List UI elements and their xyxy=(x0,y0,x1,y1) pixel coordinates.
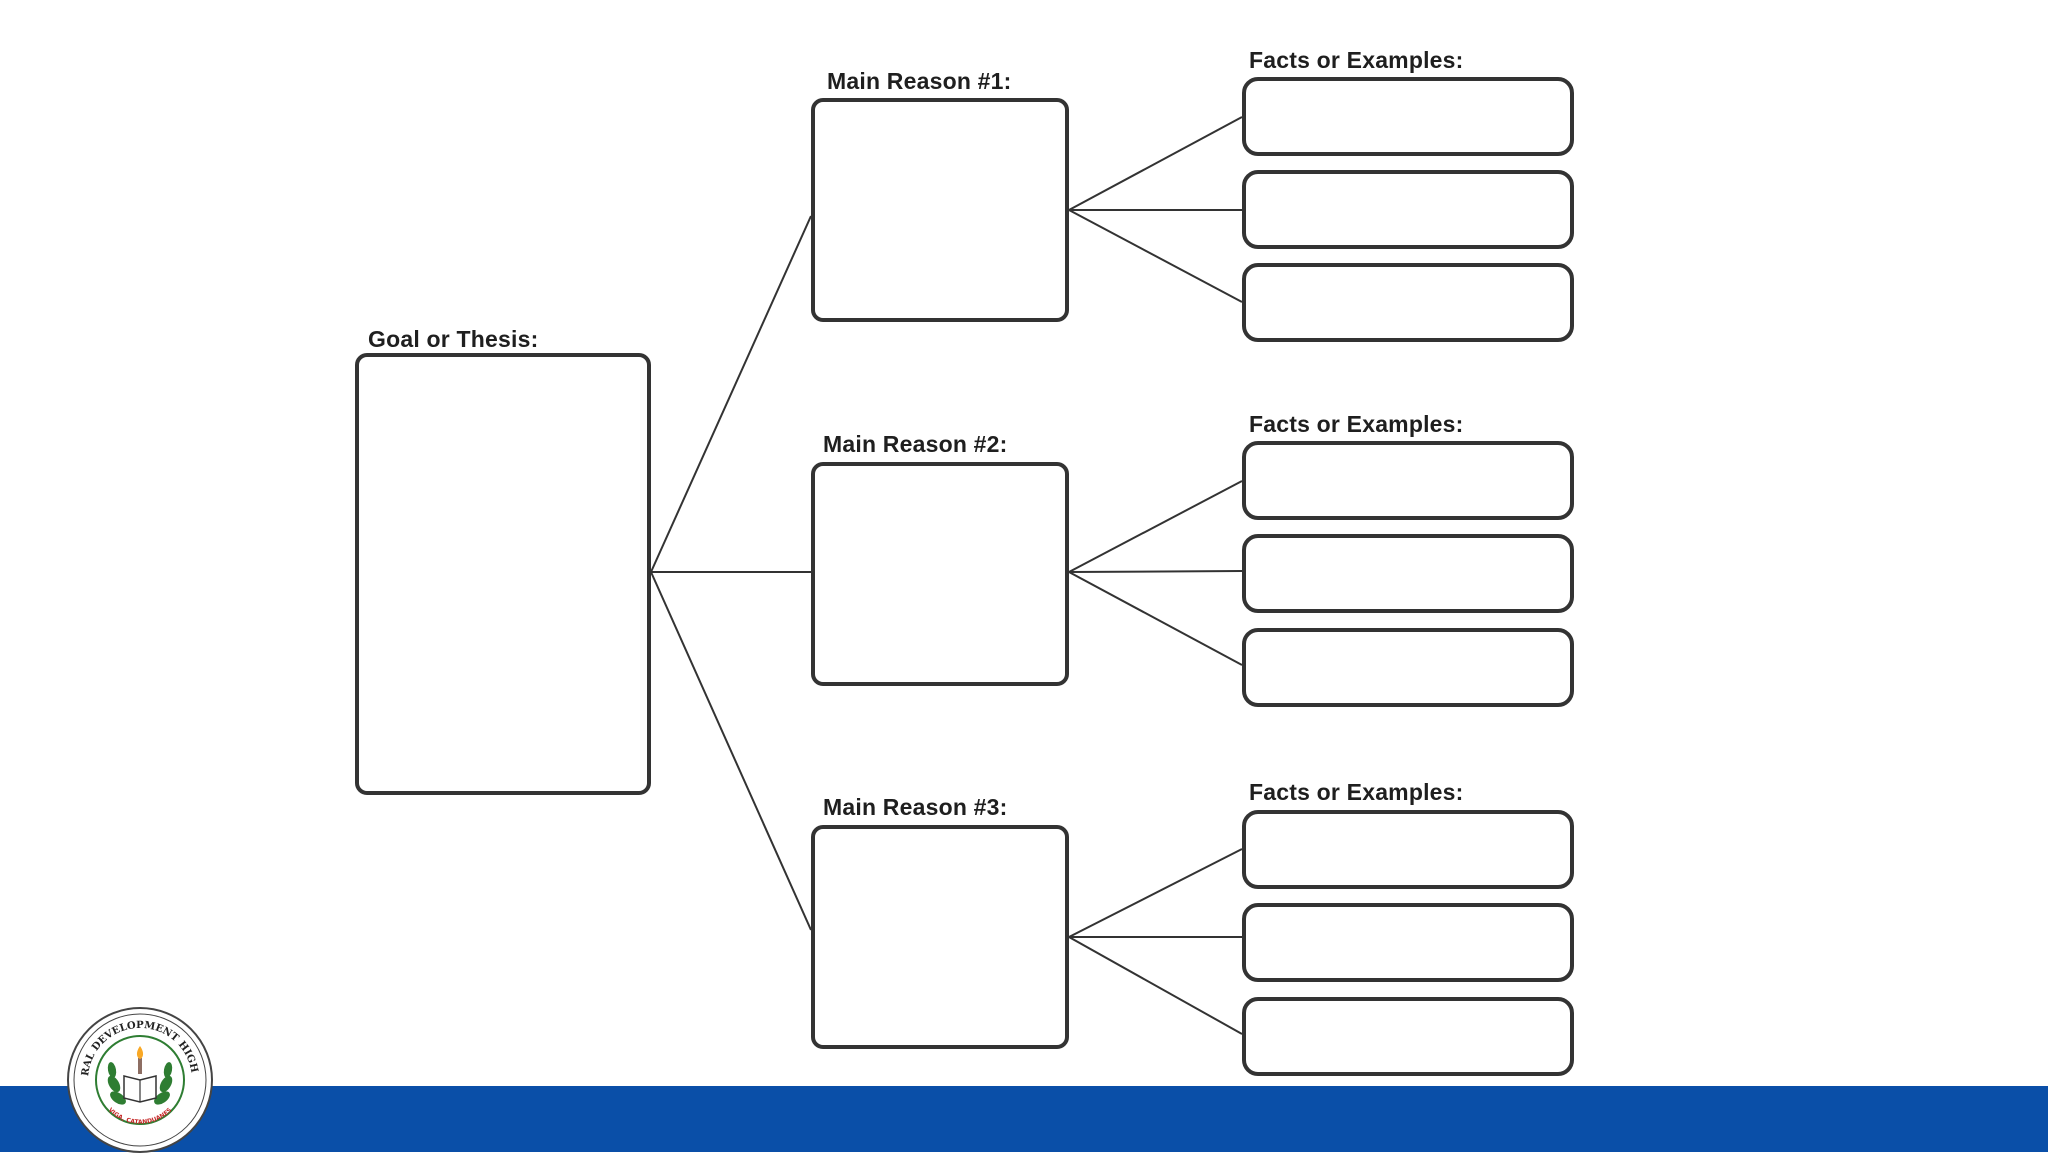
reason-1-fact-2-box[interactable] xyxy=(1242,170,1574,249)
connector-reason-2-fact-1 xyxy=(1068,480,1243,573)
reason-3-fact-2-box[interactable] xyxy=(1242,903,1574,982)
connector-goal-reason-1 xyxy=(650,215,812,573)
connector-goal-reason-3 xyxy=(650,571,812,931)
reason-1-box[interactable] xyxy=(811,98,1069,322)
reason-2-facts-label: Facts or Examples: xyxy=(1249,411,1464,437)
reason-1-facts-label: Facts or Examples: xyxy=(1249,47,1464,73)
reason-2-fact-2-box[interactable] xyxy=(1242,534,1574,613)
reason-3-fact-3-box[interactable] xyxy=(1242,997,1574,1076)
reason-3-facts-label: Facts or Examples: xyxy=(1249,779,1464,805)
footer-bar xyxy=(0,1086,2048,1152)
reason-2-box[interactable] xyxy=(811,462,1069,686)
reason-2-label: Main Reason #2: xyxy=(823,431,1008,457)
reason-3-fact-1-box[interactable] xyxy=(1242,810,1574,889)
connector-reason-2-fact-2 xyxy=(1068,570,1243,573)
reason-3-box[interactable] xyxy=(811,825,1069,1049)
goal-box[interactable] xyxy=(355,353,651,795)
connector-reason-3-fact-3 xyxy=(1068,936,1243,1035)
connector-reason-1-fact-3 xyxy=(1068,209,1243,303)
reason-3-label: Main Reason #3: xyxy=(823,794,1008,820)
connector-reason-2-fact-3 xyxy=(1068,571,1243,666)
connector-reason-3-fact-1 xyxy=(1068,848,1243,938)
connector-reason-1-fact-1 xyxy=(1068,116,1243,211)
goal-label: Goal or Thesis: xyxy=(368,326,539,352)
school-seal-logo: VIGA RURAL DEVELOPMENT HIGH SCHOOL VIGA,… xyxy=(66,1006,213,1153)
reason-2-fact-3-box[interactable] xyxy=(1242,628,1574,707)
reason-2-fact-1-box[interactable] xyxy=(1242,441,1574,520)
reason-1-fact-1-box[interactable] xyxy=(1242,77,1574,156)
reason-1-label: Main Reason #1: xyxy=(827,68,1012,94)
reason-1-fact-3-box[interactable] xyxy=(1242,263,1574,342)
